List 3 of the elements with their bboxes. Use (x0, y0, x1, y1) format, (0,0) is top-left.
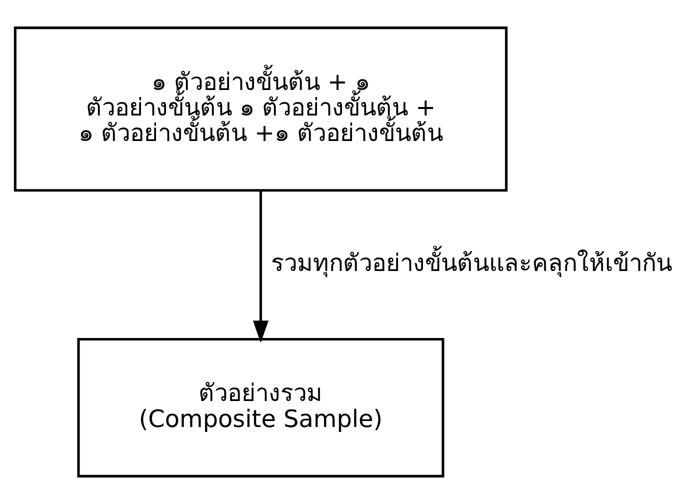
arrow (252, 190, 269, 342)
node-box: ๑ ตัวอย่างขั้นต้น + ๑ ตัวอย่างขั้นต้น ๑ ตัวอย่างขั้นต้น + ๑ ตัวอย่างขั้นต้น +๑ ตัวอย่างขั้นต้น (14, 26, 508, 192)
node-box: ตัวอย่างรวม (Composite Sample) (77, 337, 444, 477)
